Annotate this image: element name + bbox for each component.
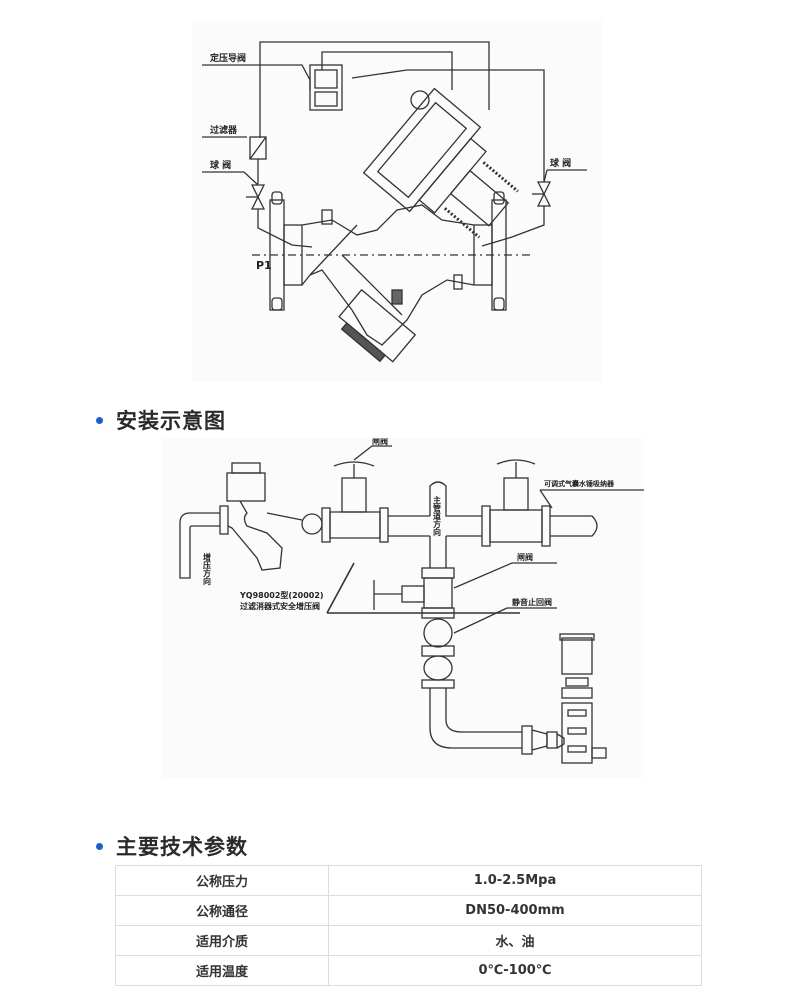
label-gate-valve-top: 闸阀 xyxy=(372,438,388,446)
label-model: YQ98002型(20002) xyxy=(239,590,324,600)
label-ball-valve-left: 球 阀 xyxy=(210,159,231,171)
table-row: 公称压力 1.0-2.5Mpa xyxy=(115,865,702,896)
table-row: 适用介质 水、油 xyxy=(115,925,702,956)
label-gate-valve-mid: 闸阀 xyxy=(517,552,533,562)
section-heading-params: 主要技术参数 xyxy=(96,831,248,861)
label-model-name: 过滤消器式安全增压阀 xyxy=(240,601,320,611)
label-p1: P1 xyxy=(256,259,272,272)
label-boost-direction: 增压方向 xyxy=(203,552,212,586)
param-label: 公称通径 xyxy=(115,895,329,926)
param-label: 适用介质 xyxy=(115,925,329,956)
label-check-valve: 静音止回阀 xyxy=(512,597,552,607)
installation-diagram: 闸阀 可调式气囊水锤吸纳器 主管道方向 增压方向 YQ98002型(20002)… xyxy=(162,436,682,778)
label-filter: 过滤器 xyxy=(210,124,238,136)
label-pilot-valve: 定压导阀 xyxy=(209,52,246,64)
params-table: 公称压力 1.0-2.5Mpa 公称通径 DN50-400mm 适用介质 水、油… xyxy=(115,865,702,986)
label-ball-valve-right: 球 阀 xyxy=(550,157,571,169)
param-value: 水、油 xyxy=(328,925,702,956)
bullet-icon xyxy=(96,842,103,850)
param-value: 1.0-2.5Mpa xyxy=(328,865,702,896)
table-row: 公称通径 DN50-400mm xyxy=(115,895,702,926)
valve-cross-section-diagram: 定压导阀 过滤器 球 阀 球 阀 P1 xyxy=(192,20,602,382)
param-label: 公称压力 xyxy=(115,865,329,896)
param-value: 0℃-100℃ xyxy=(328,955,702,986)
param-value: DN50-400mm xyxy=(328,895,702,926)
label-main-pipe-direction: 主管道方向 xyxy=(433,495,442,537)
table-row: 适用温度 0℃-100℃ xyxy=(115,955,702,986)
section-title-install: 安装示意图 xyxy=(116,409,226,433)
section-heading-install: 安装示意图 xyxy=(96,405,226,435)
param-label: 适用温度 xyxy=(115,955,329,986)
section-title-params: 主要技术参数 xyxy=(116,835,248,859)
label-water-hammer-absorber: 可调式气囊水锤吸纳器 xyxy=(544,479,615,488)
bullet-icon xyxy=(96,416,103,424)
